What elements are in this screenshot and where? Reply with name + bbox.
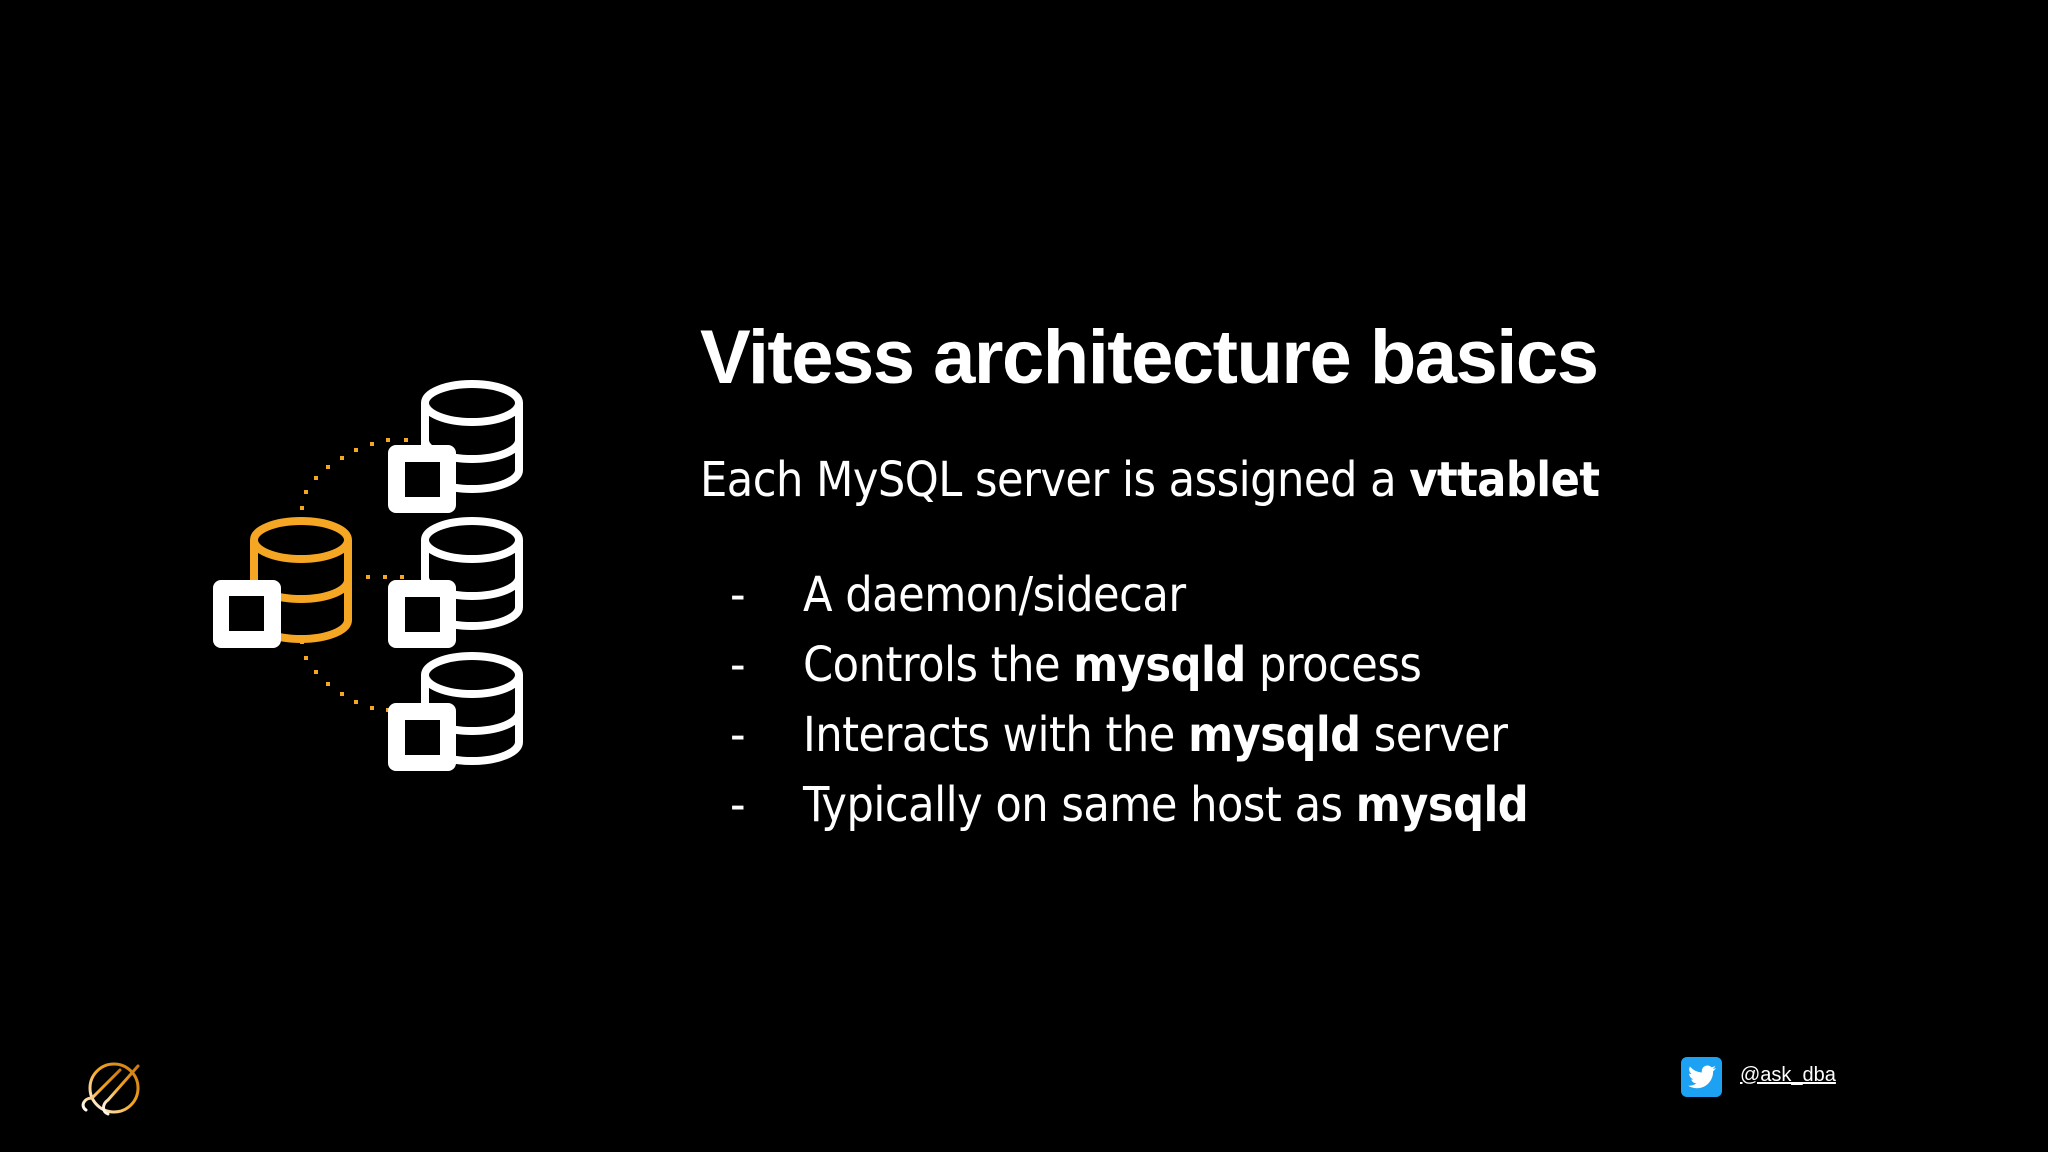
bullet-text: Typically on same host as mysqld bbox=[803, 770, 1529, 840]
bullet-text: Interacts with the mysqld server bbox=[803, 700, 1508, 770]
database-diagram bbox=[200, 370, 540, 780]
bullet-dash: - bbox=[730, 707, 746, 763]
database-cluster-icon bbox=[213, 380, 523, 771]
bullet-text-normal: Typically on same host as bbox=[803, 777, 1356, 833]
bullet-text-bold: mysqld bbox=[1073, 637, 1246, 693]
subtitle-text: Each MySQL server is assigned a bbox=[700, 452, 1410, 508]
bullet-text-normal: A daemon/sidecar bbox=[803, 567, 1186, 623]
bullet-dash: - bbox=[730, 637, 746, 693]
slide-subtitle: Each MySQL server is assigned a vttablet bbox=[700, 448, 1600, 512]
bullet-text-bold: mysqld bbox=[1355, 777, 1529, 833]
replica-2-vttablet-chip-icon bbox=[388, 580, 456, 648]
replica-1-vttablet-chip-icon bbox=[388, 445, 456, 513]
bullet-text-bold: mysqld bbox=[1188, 707, 1361, 763]
bullet-text-normal: server bbox=[1360, 707, 1508, 763]
bullet-text-normal: process bbox=[1245, 637, 1422, 693]
subtitle-emphasis: vttablet bbox=[1409, 452, 1600, 508]
slide-title: Vitess architecture basics bbox=[700, 315, 1599, 400]
twitter-handle-link[interactable]: @ask_dba bbox=[1740, 1064, 1836, 1086]
bullet-text-normal: Interacts with the bbox=[803, 707, 1189, 763]
bullet-text: A daemon/sidecar bbox=[803, 560, 1186, 630]
replica-3-vttablet-chip-icon bbox=[388, 703, 456, 771]
bullet-text: Controls the mysqld process bbox=[803, 630, 1422, 700]
primary-vttablet-chip-icon bbox=[213, 580, 281, 648]
bullet-dash: - bbox=[730, 777, 746, 833]
bullet-text-normal: Controls the bbox=[803, 637, 1074, 693]
planetscale-logo-icon bbox=[78, 1058, 144, 1118]
twitter-icon[interactable] bbox=[1681, 1057, 1722, 1097]
bullet-dash: - bbox=[730, 567, 746, 623]
